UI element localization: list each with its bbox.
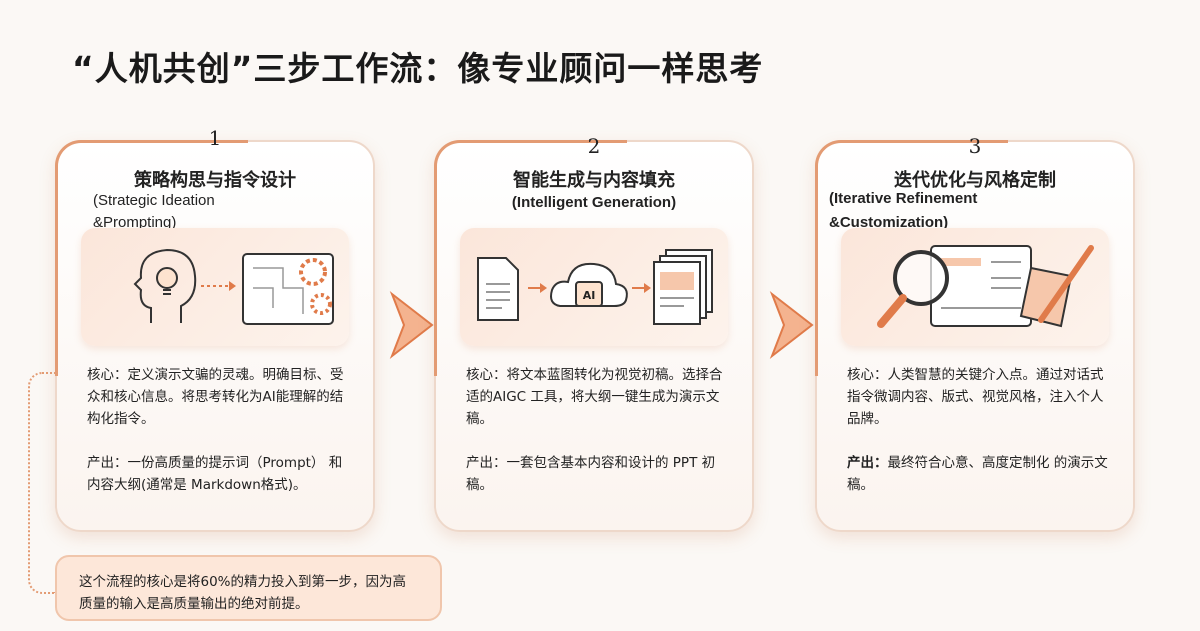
step-title: 策略构思与指令设计 [134, 170, 296, 191]
ideation-illustration [81, 228, 349, 346]
step-core: 核心：定义演示文骗的灵魂。明确目标、受众和核心信息。将思考转化为AI能理解的结构… [87, 367, 344, 427]
generation-illustration: AI [460, 228, 728, 346]
step-number: 2 [587, 134, 601, 158]
output-text: 最终符合心意、高度定制化 的演示文稿。 [847, 455, 1108, 493]
step-subtitle-2: &Prompting) [93, 214, 177, 231]
head-lightbulb-blueprint-icon [133, 248, 334, 325]
dotted-connector [28, 372, 56, 594]
step-title: 迭代优化与风格定制 [894, 170, 1056, 191]
step-card-3: 3 迭代优化与风格定制 (Iterative Refinement &Custo… [815, 134, 1135, 532]
step-subtitle: (Intelligent Generation) [511, 194, 677, 211]
page-title: “人机共创”三步工作流：像专业顾问一样思考 [72, 49, 764, 88]
step-subtitle-2: &Customization) [829, 214, 949, 231]
step-body: 核心：人类智慧的关键介入点。通过对话式指令微调内容、版式、视觉风格，注入个人品牌… [847, 364, 1115, 518]
arrow-right-icon [769, 291, 814, 359]
step-number: 3 [968, 134, 982, 158]
callout-note: 这个流程的核心是将60%的精力投入到第一步，因为高质量的输入是高质量输出的绝对前… [55, 555, 442, 621]
step-body: 核心：定义演示文骗的灵魂。明确目标、受众和核心信息。将思考转化为AI能理解的结构… [87, 364, 355, 518]
document-ai-cloud-slides-icon: AI [477, 249, 713, 325]
step-core: 核心：人类智慧的关键介入点。通过对话式指令微调内容、版式、视觉风格，注入个人品牌… [847, 367, 1104, 427]
ai-label: AI [583, 289, 596, 302]
magnifier-palette-brush-icon [877, 245, 1094, 328]
step-subtitle: (Iterative Refinement [829, 190, 978, 207]
step-core: 核心：将文本蓝图转化为视觉初稿。选择合适的AIGC 工具，将大纲一键生成为演示文… [466, 367, 723, 427]
step-output: 产出：最终符合心意、高度定制化 的演示文稿。 [847, 452, 1115, 496]
step-card-1: 1 策略构思与指令设计 (Strategic Ideation &Prompti… [55, 126, 375, 532]
refinement-illustration [841, 228, 1109, 346]
step-body: 核心：将文本蓝图转化为视觉初稿。选择合适的AIGC 工具，将大纲一键生成为演示文… [466, 364, 734, 518]
step-title: 智能生成与内容填充 [513, 170, 675, 191]
step-output: 产出：一套包含基本内容和设计的 PPT 初稿。 [466, 455, 716, 493]
step-output: 产出：一份高质量的提示词（Prompt） 和内容大纲(通常是 Markdown格… [87, 455, 343, 493]
step-subtitle: (Strategic Ideation [93, 192, 215, 209]
arrow-right-icon [389, 291, 434, 359]
step-number: 1 [208, 126, 222, 150]
step-card-2: 2 智能生成与内容填充 (Intelligent Generation) AI … [434, 134, 754, 532]
output-label: 产出： [847, 455, 888, 471]
